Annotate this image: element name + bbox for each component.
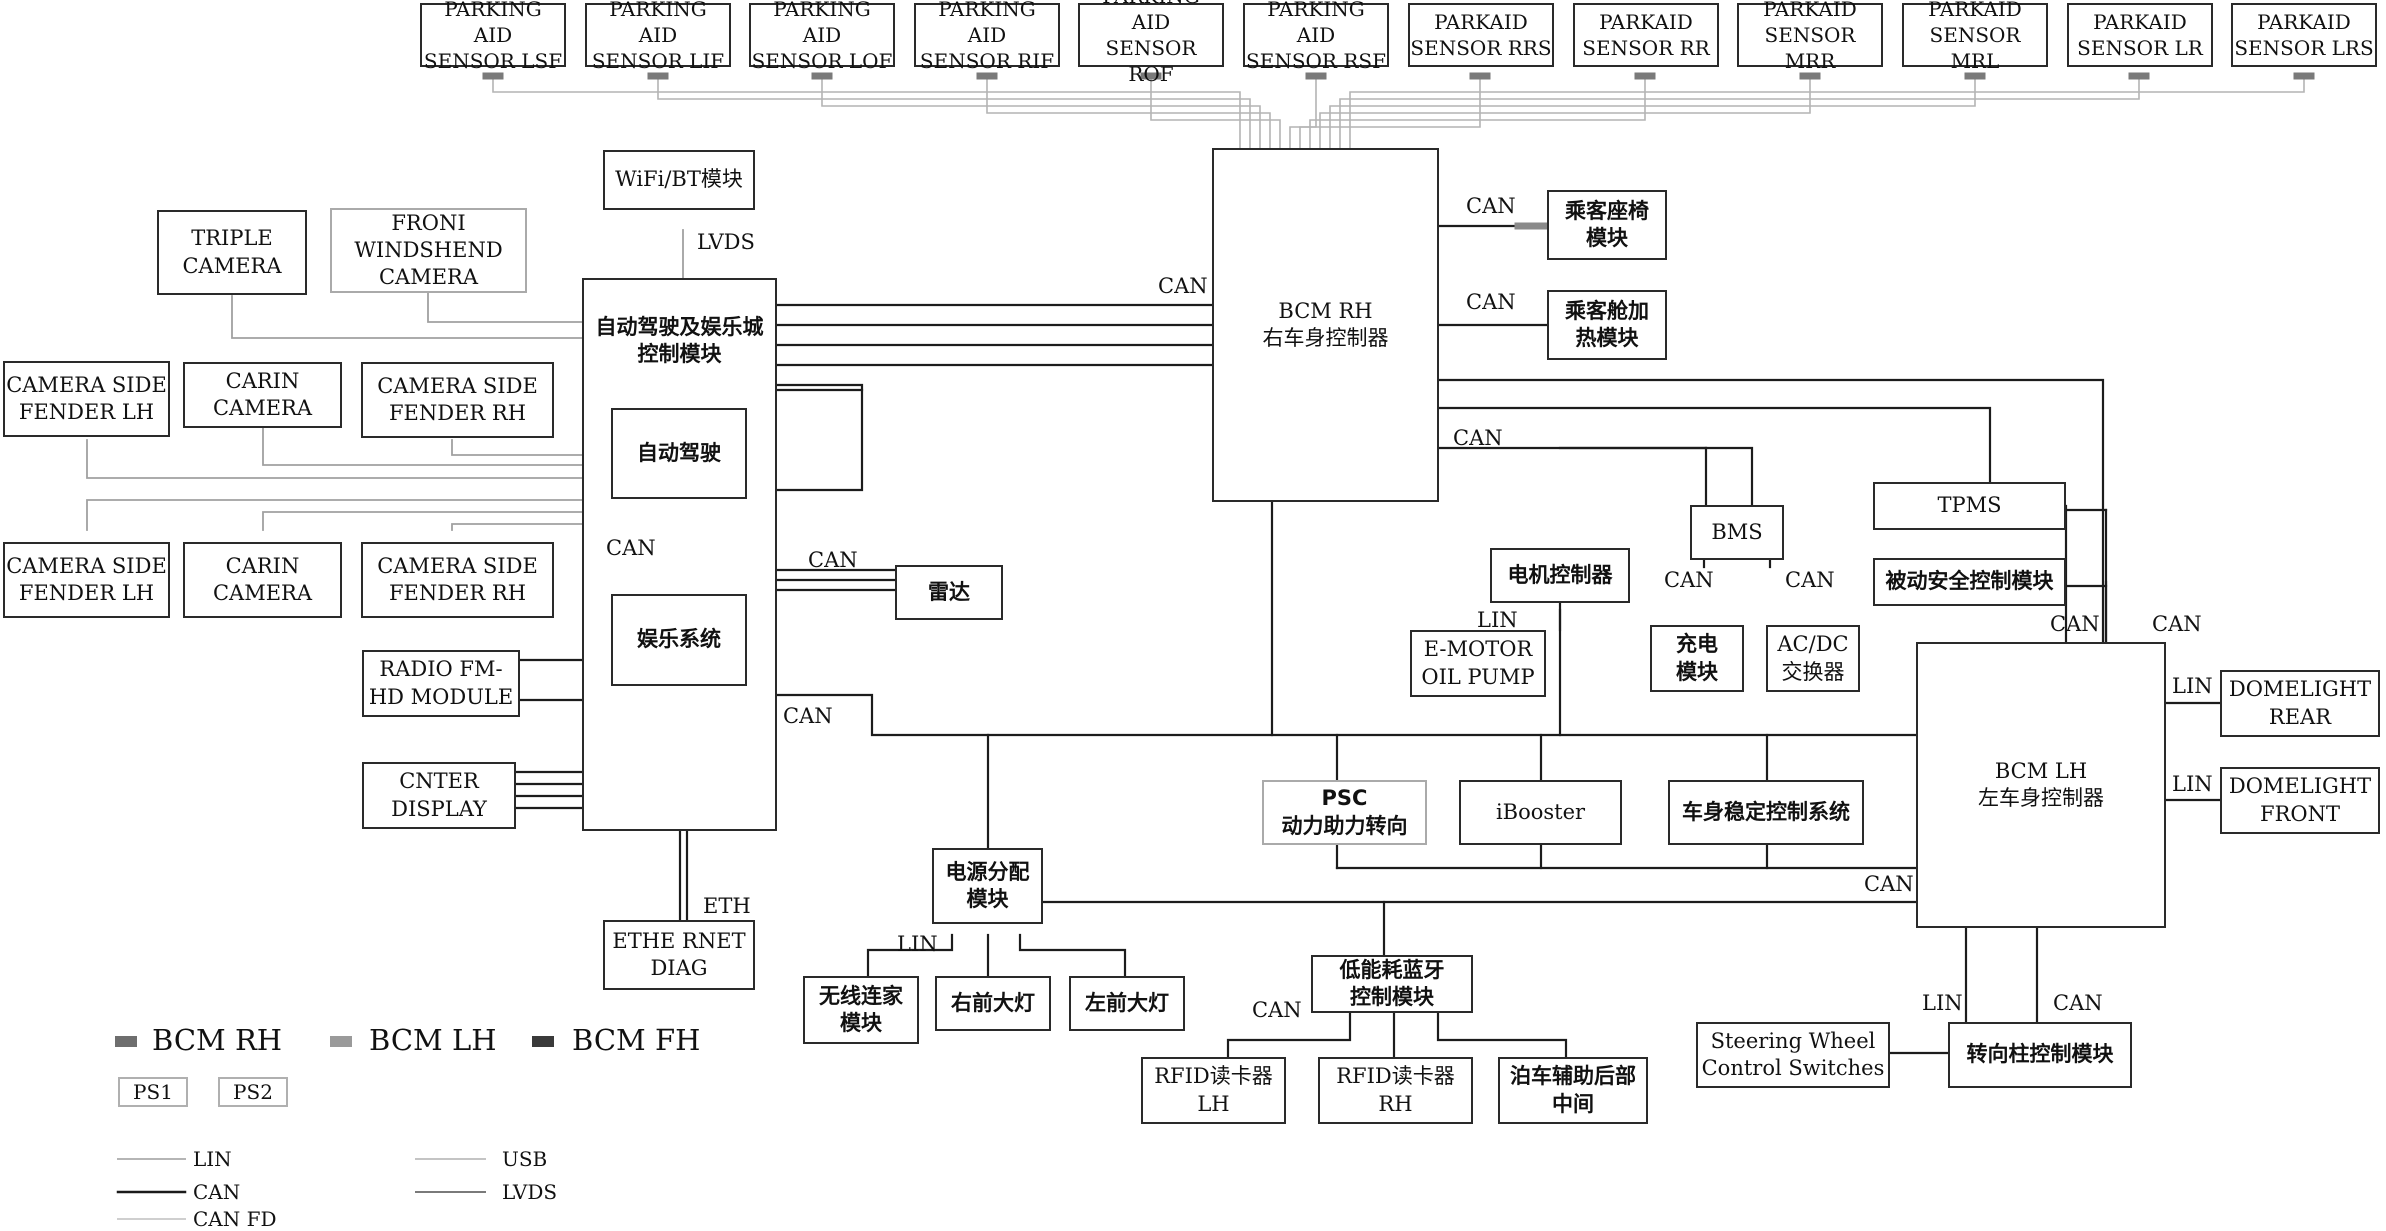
parking-sensor-7: PARKAID SENSOR RR	[1573, 3, 1719, 67]
wireless-home-module: 无线连家 模块	[803, 976, 919, 1044]
label-lin-pump: LIN	[1477, 608, 1518, 632]
cabin-heating-module: 乘客舱加 热模块	[1547, 290, 1667, 360]
parking-sensor-2: PARKING AID SENSOR LOF	[749, 0, 895, 73]
steering-wheel-control-switches: Steering Wheel Control Switches	[1696, 1022, 1890, 1088]
legend-bcm-rh-swatch	[115, 1036, 137, 1047]
tpms-module: TPMS	[1873, 482, 2066, 530]
label-can-adas: CAN	[606, 536, 656, 560]
charger-module: 充电 模块	[1650, 625, 1744, 692]
carin-camera-2: CARIN CAMERA	[183, 542, 342, 618]
legend-bcm-lh-swatch	[330, 1036, 352, 1047]
wifi-bt-module: WiFi/BT模块	[603, 150, 755, 210]
carin-camera-1: CARIN CAMERA	[183, 362, 342, 428]
radar-module: 雷达	[895, 565, 1003, 620]
radio-fm-hd-module: RADIO FM- HD MODULE	[362, 650, 520, 717]
domelight-rear: DOMELIGHT REAR	[2220, 670, 2380, 737]
power-distribution-module: 电源分配 模块	[932, 848, 1043, 924]
camera-side-fender-lh-2: CAMERA SIDE FENDER LH	[3, 542, 170, 618]
legend-usb: USB	[502, 1147, 548, 1171]
label-lin-dome-front: LIN	[2172, 772, 2213, 796]
label-can-charger: CAN	[1664, 568, 1714, 592]
bcm-rh-controller: BCM RH 右车身控制器	[1212, 148, 1439, 502]
label-lin-dome-rear: LIN	[2172, 674, 2213, 698]
parking-sensor-9: PARKAID SENSOR MRL	[1902, 0, 2048, 73]
ibooster-module: iBooster	[1459, 780, 1622, 845]
legend-can: CAN	[193, 1180, 241, 1204]
legend-lin: LIN	[193, 1147, 232, 1171]
rfid-reader-rh: RFID读卡器 RH	[1318, 1057, 1473, 1124]
passenger-seat-module: 乘客座椅 模块	[1547, 190, 1667, 260]
right-headlamp: 右前大灯	[935, 976, 1051, 1031]
steering-column-module: 转向柱控制模块	[1948, 1022, 2132, 1088]
legend-bcm-fh: BCM FH	[572, 1023, 701, 1057]
label-can-ble: CAN	[1252, 998, 1302, 1022]
parking-sensor-1: PARKING AID SENSOR LIF	[585, 0, 731, 73]
passive-safety-module: 被动安全控制模块	[1873, 558, 2066, 606]
label-can-bcmlh: CAN	[2152, 612, 2202, 636]
label-lin-power: LIN	[897, 932, 938, 956]
label-can-bcmlh-low: CAN	[1864, 872, 1914, 896]
infotainment-system: 娱乐系统	[611, 594, 747, 686]
label-eth: ETH	[703, 894, 751, 918]
bcm-lh-controller: BCM LH 左车身控制器	[1916, 642, 2166, 928]
label-can-acdc: CAN	[1785, 568, 1835, 592]
motor-controller: 电机控制器	[1490, 548, 1630, 603]
left-headlamp: 左前大灯	[1069, 976, 1185, 1031]
label-can-radar: CAN	[808, 548, 858, 572]
parking-sensor-11: PARKAID SENSOR LRS	[2231, 3, 2377, 67]
esc-module: 车身稳定控制系统	[1668, 780, 1864, 845]
label-can-passive: CAN	[2050, 612, 2100, 636]
legend-bcm-lh: BCM LH	[369, 1023, 497, 1057]
camera-side-fender-rh-2: CAMERA SIDE FENDER RH	[361, 542, 554, 618]
label-can-steering: CAN	[2053, 991, 2103, 1015]
label-lvds: LVDS	[697, 230, 755, 254]
parking-sensor-10: PARKAID SENSOR LR	[2067, 3, 2213, 67]
adas-infotainment-controller: 自动驾驶及娱乐城 控制模块	[582, 278, 777, 831]
ethernet-diag: ETHE RNET DIAG	[603, 920, 755, 990]
camera-lines	[86, 229, 684, 531]
bms-module: BMS	[1690, 505, 1784, 560]
ble-control-module: 低能耗蓝牙 控制模块	[1311, 955, 1473, 1013]
can-lines	[514, 224, 2222, 1059]
label-can-heat: CAN	[1466, 290, 1516, 314]
parking-sensor-4: PARKING AID SENSOR ROF	[1078, 0, 1224, 86]
label-can-powertrain: CAN	[1453, 426, 1503, 450]
label-can-bcmrh: CAN	[1158, 274, 1208, 298]
triple-camera: TRIPLE CAMERA	[157, 210, 307, 295]
parking-sensor-6: PARKAID SENSOR RRS	[1408, 3, 1554, 67]
label-lin-steering: LIN	[1922, 991, 1963, 1015]
center-display: CNTER DISPLAY	[362, 762, 516, 829]
acdc-converter: AC/DC 交换器	[1766, 625, 1860, 692]
legend-lvds: LVDS	[502, 1180, 558, 1204]
psc-power-steering: PSC 动力助力转向	[1262, 780, 1427, 845]
legend-can-fd: CAN FD	[193, 1207, 277, 1231]
sensor-bus-lines	[492, 77, 2305, 151]
legend-ps1: PS1	[118, 1077, 188, 1107]
autonomous-driving-unit: 自动驾驶	[611, 408, 747, 499]
parking-sensor-5: PARKING AID SENSOR RSF	[1243, 0, 1389, 73]
emotor-oil-pump: E-MOTOR OIL PUMP	[1410, 630, 1546, 697]
rfid-reader-lh: RFID读卡器 LH	[1141, 1057, 1286, 1124]
label-can-main: CAN	[783, 704, 833, 728]
legend-ps2: PS2	[218, 1077, 288, 1107]
label-can-seat: CAN	[1466, 194, 1516, 218]
legend-bcm-fh-swatch	[532, 1036, 554, 1047]
domelight-front: DOMELIGHT FRONT	[2220, 767, 2380, 834]
parking-sensor-0: PARKING AID SENSOR LSF	[420, 0, 566, 73]
legend-bcm-rh: BCM RH	[152, 1023, 283, 1057]
camera-side-fender-lh-1: CAMERA SIDE FENDER LH	[3, 361, 170, 437]
camera-side-fender-rh-1: CAMERA SIDE FENDER RH	[361, 362, 554, 438]
parking-sensor-3: PARKING AID SENSOR RIF	[914, 0, 1060, 73]
park-assist-rear-middle: 泊车辅助后部 中间	[1498, 1057, 1648, 1124]
parking-sensor-8: PARKAID SENSOR MRR	[1737, 0, 1883, 73]
front-windshield-camera: FRONI WINDSHEND CAMERA	[330, 208, 527, 293]
